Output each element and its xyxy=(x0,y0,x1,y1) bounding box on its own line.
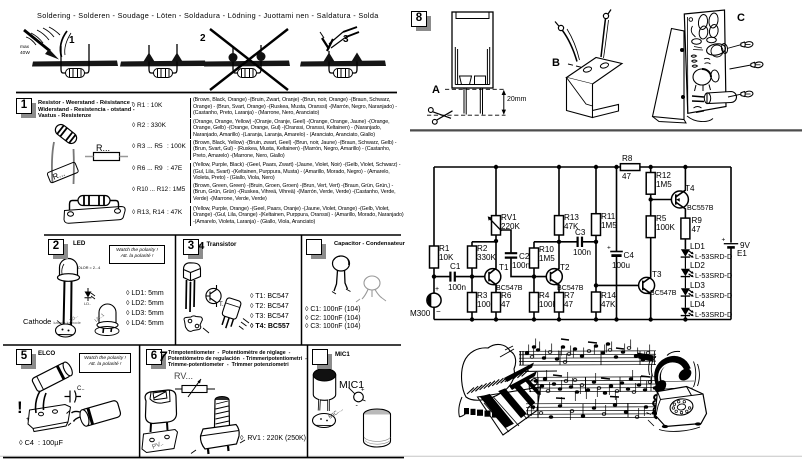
svg-text:+: + xyxy=(435,286,439,293)
svg-text:-: - xyxy=(356,403,359,410)
svg-text:PV..: PV.. xyxy=(151,440,165,451)
svg-text:+: + xyxy=(361,388,365,394)
svg-text:+: + xyxy=(26,417,30,423)
svg-text:LD...: LD... xyxy=(69,313,80,323)
svg-text:LD..: LD.. xyxy=(84,301,91,306)
svg-text:R...: R... xyxy=(96,143,110,153)
svg-text:+: + xyxy=(722,237,726,244)
svg-text:LD..1: LD..1 xyxy=(94,312,106,323)
svg-text:+: + xyxy=(607,245,611,252)
svg-text:−: − xyxy=(436,307,441,316)
svg-text:MIC....: MIC.... xyxy=(328,406,345,420)
svg-text:R...: R... xyxy=(51,169,66,182)
